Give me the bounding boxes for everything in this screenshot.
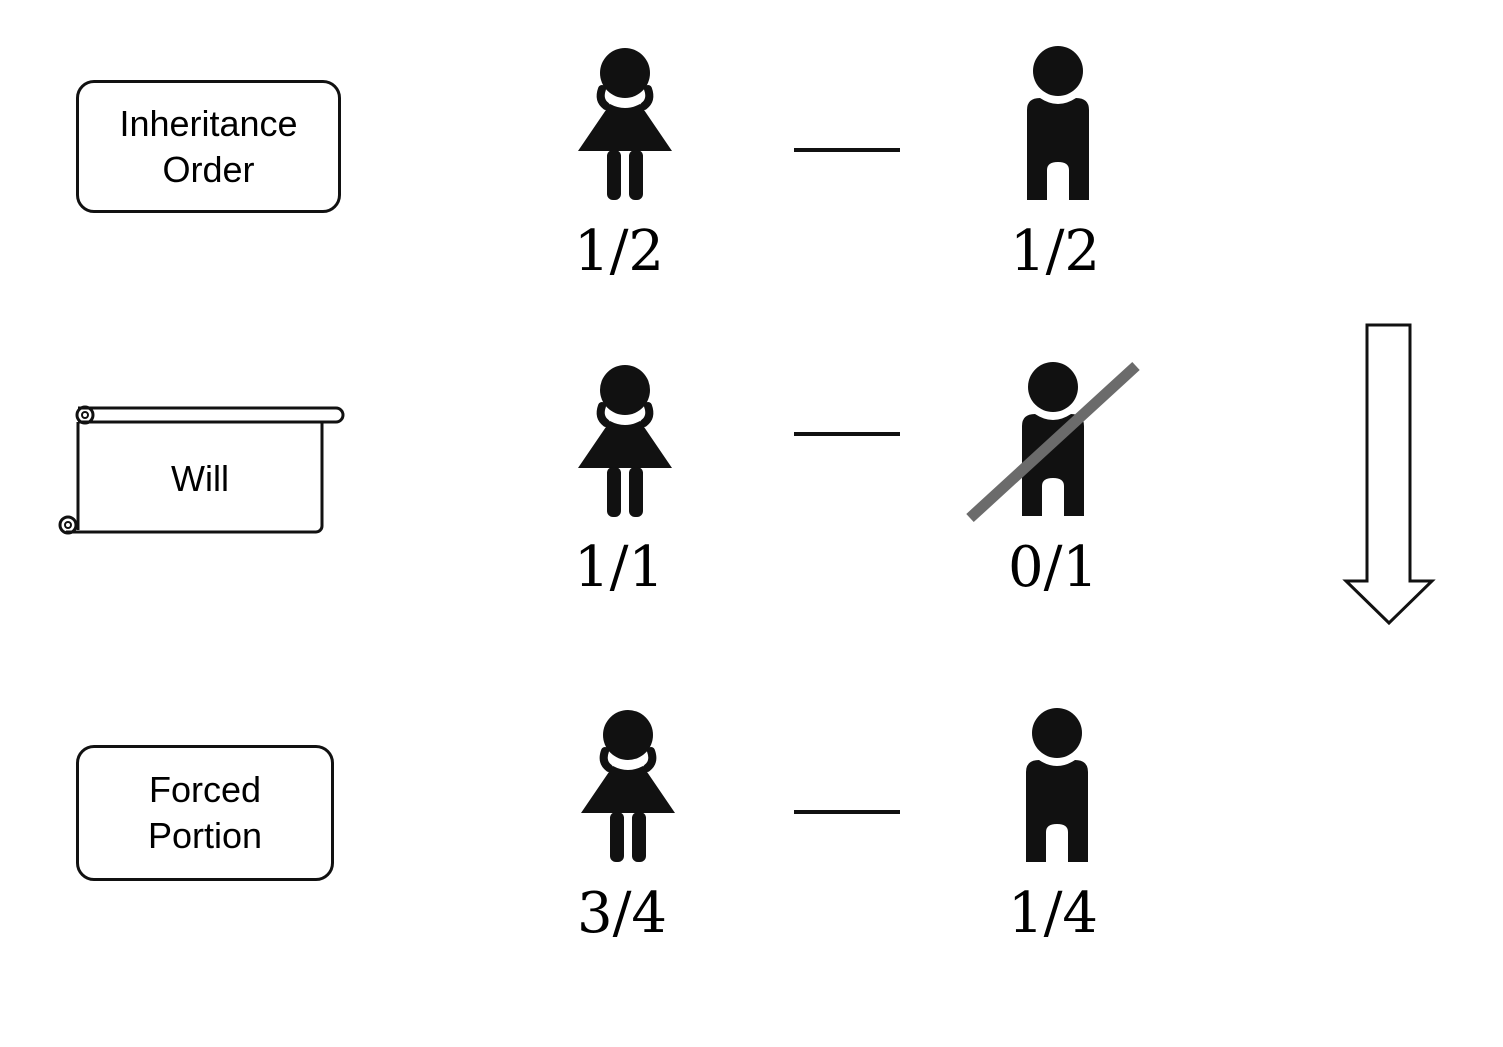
strikethrough-icon [966,361,1140,523]
down-arrow-icon [1342,323,1436,626]
connector-line [794,810,900,814]
inheritance-order-label-line1: Inheritance [119,102,298,144]
forced-portion-box: Forced Portion [76,745,334,881]
male-person-icon [1022,362,1084,516]
scroll-document-icon [58,405,345,535]
connector-line [794,148,900,152]
female-person-icon [581,710,675,862]
forced-portion-label-line2: Portion [147,815,263,856]
forced-portion-label-line1: Forced [148,769,262,810]
will-label: Will [171,458,229,499]
share-female-will: 1/1 [573,535,665,600]
inheritance-order-label-line2: Order [162,148,255,190]
male-person-icon [1027,46,1089,200]
share-male-forced-portion: 1/4 [1007,881,1099,946]
female-person-icon [578,365,672,517]
share-female-inheritance-order: 1/2 [573,219,665,284]
share-male-will: 0/1 [1007,535,1099,600]
connector-line [794,432,900,436]
female-person-icon [578,48,672,200]
share-male-inheritance-order: 1/2 [1009,219,1101,284]
inheritance-order-box: Inheritance Order [76,80,341,213]
male-person-icon [1026,708,1088,862]
share-female-forced-portion: 3/4 [576,881,668,946]
